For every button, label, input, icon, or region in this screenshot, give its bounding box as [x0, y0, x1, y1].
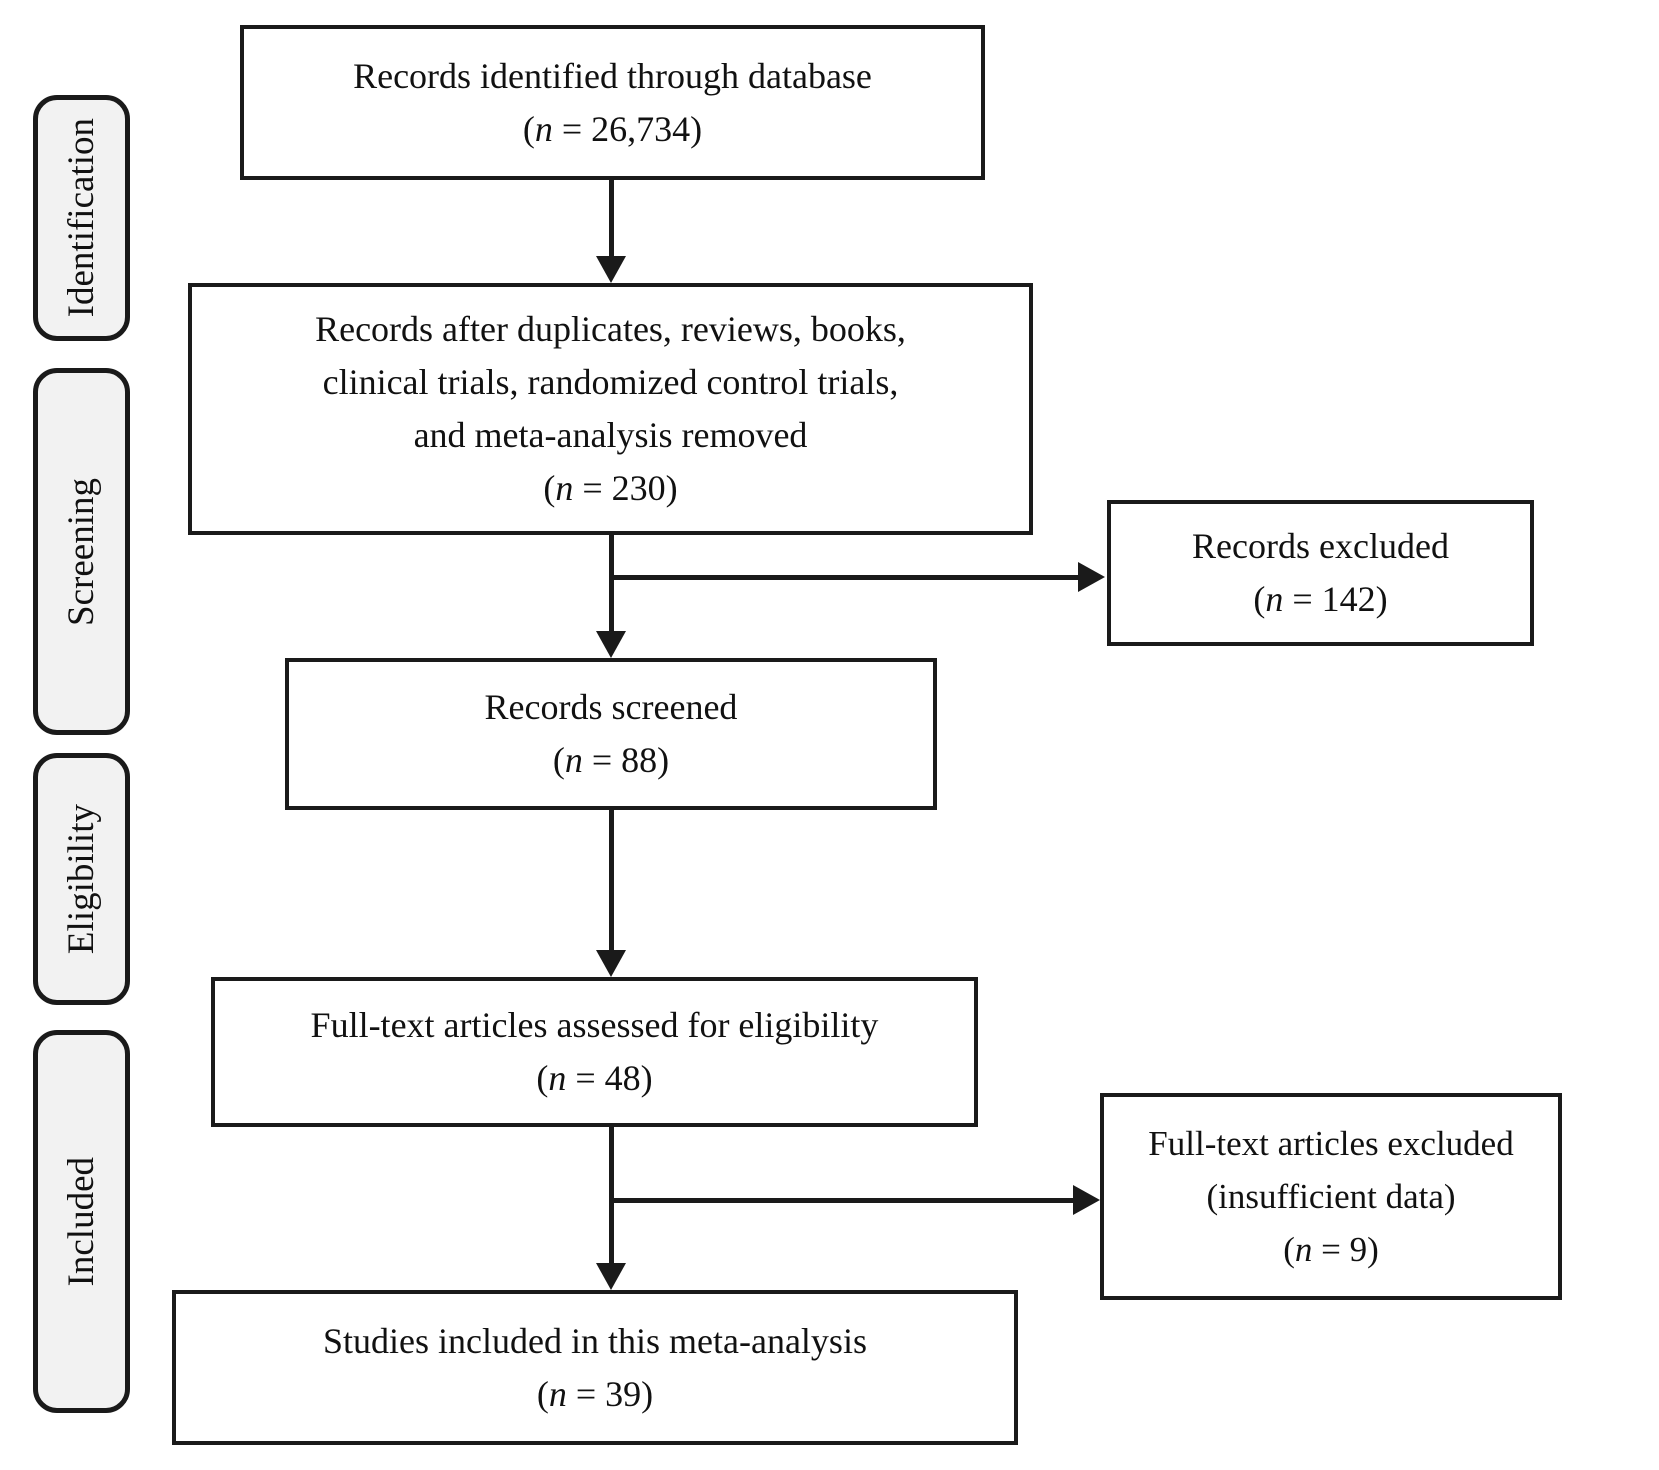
box-studies-included: Studies included in this meta-analysis (…: [172, 1290, 1018, 1445]
box-fulltext-excluded: Full-text articles excluded (insufficien…: [1100, 1093, 1562, 1300]
box-line: Full-text articles excluded: [1148, 1124, 1514, 1163]
box-line: Records screened: [484, 687, 738, 727]
arrowhead-down-icon: [596, 950, 626, 977]
box-count: (n = 9): [1283, 1230, 1379, 1269]
stage-label-identification: Identification: [61, 118, 102, 318]
box-line: Records excluded: [1192, 526, 1449, 566]
arrow-line: [609, 1127, 614, 1264]
box-records-after-duplicates: Records after duplicates, reviews, books…: [188, 283, 1033, 535]
box-count: (n = 230): [543, 468, 678, 508]
stage-tab-eligibility: Eligibility: [33, 753, 130, 1005]
stage-label-included: Included: [61, 1156, 102, 1287]
box-line: Records after duplicates, reviews, books…: [315, 309, 906, 349]
arrow-line: [609, 180, 614, 257]
arrowhead-right-icon: [1078, 562, 1105, 592]
stage-tab-screening: Screening: [33, 368, 130, 735]
arrow-line: [611, 1198, 1073, 1203]
box-line: and meta-analysis removed: [413, 415, 808, 455]
box-count: (n = 39): [536, 1373, 654, 1414]
box-count: (n = 88): [552, 740, 670, 780]
stage-tab-included: Included: [33, 1030, 130, 1413]
box-fulltext-assessed: Full-text articles assessed for eligibil…: [211, 977, 978, 1127]
arrow-line: [609, 810, 614, 951]
box-count: (n = 26,734): [522, 108, 703, 149]
box-line: Records identified through database: [353, 55, 872, 96]
box-records-identified: Records identified through database (n =…: [240, 25, 985, 180]
box-line: Studies included in this meta-analysis: [323, 1320, 867, 1361]
arrowhead-right-icon: [1073, 1185, 1100, 1215]
stage-label-screening: Screening: [61, 477, 102, 626]
box-count: (n = 142): [1253, 579, 1388, 619]
arrowhead-down-icon: [596, 256, 626, 283]
arrow-line: [611, 575, 1078, 580]
box-line: clinical trials, randomized control tria…: [322, 362, 899, 402]
arrow-line: [609, 535, 614, 632]
box-records-screened: Records screened (n = 88): [285, 658, 937, 810]
box-line: Full-text articles assessed for eligibil…: [310, 1005, 879, 1045]
arrowhead-down-icon: [596, 631, 626, 658]
box-count: (n = 48): [536, 1058, 653, 1098]
arrowhead-down-icon: [596, 1263, 626, 1290]
box-line: (insufficient data): [1206, 1177, 1456, 1216]
stage-tab-identification: Identification: [33, 95, 130, 341]
box-records-excluded: Records excluded (n = 142): [1107, 500, 1534, 646]
stage-label-eligibility: Eligibility: [61, 803, 102, 955]
